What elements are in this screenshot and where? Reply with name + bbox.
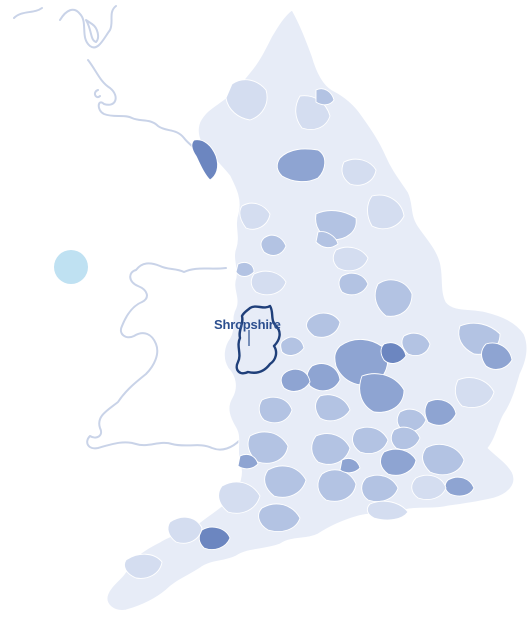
- district-suffolk: [454, 377, 495, 408]
- district-derby: [306, 312, 341, 338]
- district-reading: [339, 457, 361, 474]
- district-sussex: [366, 500, 409, 521]
- district-surrey: [361, 474, 399, 502]
- district-tyne: [315, 88, 335, 106]
- district-dorset: [258, 503, 301, 532]
- district-oxford: [311, 433, 351, 465]
- district-birmingham: [280, 368, 311, 392]
- district-cheshire: [250, 270, 287, 296]
- district-peterborough: [401, 332, 431, 356]
- district-cumbria-west: [191, 139, 219, 181]
- district-essex: [422, 444, 465, 476]
- shropshire-outline[interactable]: [235, 304, 281, 375]
- district-northumberland: [225, 79, 268, 121]
- district-manchester: [260, 234, 287, 256]
- district-hertford: [390, 426, 421, 450]
- district-doncaster: [332, 246, 369, 272]
- district-telford: [280, 336, 305, 356]
- district-north-yorkshire: [276, 148, 326, 183]
- district-london: [380, 448, 417, 476]
- isle-coastline: [85, 19, 100, 43]
- district-wiltshire: [264, 465, 307, 498]
- district-east-riding: [367, 194, 405, 230]
- ocean-point-marker[interactable]: [54, 250, 88, 284]
- hover-region-label: Shropshire: [214, 317, 281, 332]
- district-cornwall: [124, 553, 163, 579]
- district-kent: [411, 474, 447, 500]
- district-buckingham: [352, 426, 389, 454]
- district-devon: [167, 516, 203, 544]
- district-warwick: [315, 394, 351, 422]
- district-worcester: [258, 396, 293, 424]
- district-northampton: [359, 373, 405, 413]
- district-rutland: [380, 342, 407, 364]
- district-liverpool: [235, 261, 255, 277]
- district-nottingham: [338, 272, 369, 296]
- district-lincolnshire: [374, 279, 413, 317]
- district-norfolk-south: [481, 342, 513, 370]
- wales-coastline: [86, 262, 241, 451]
- scotland-coastline: [13, 5, 201, 161]
- district-gloucester: [247, 431, 289, 464]
- district-bristol: [237, 453, 259, 470]
- district-cambridge: [424, 399, 457, 426]
- england-landmass: [106, 9, 528, 611]
- district-bradford: [315, 231, 339, 249]
- district-devon-south: [198, 526, 231, 550]
- district-somerset: [218, 481, 261, 514]
- district-bedford: [396, 408, 427, 432]
- district-ryedale: [341, 158, 377, 186]
- district-lancashire: [239, 202, 271, 230]
- district-shading: [124, 79, 513, 579]
